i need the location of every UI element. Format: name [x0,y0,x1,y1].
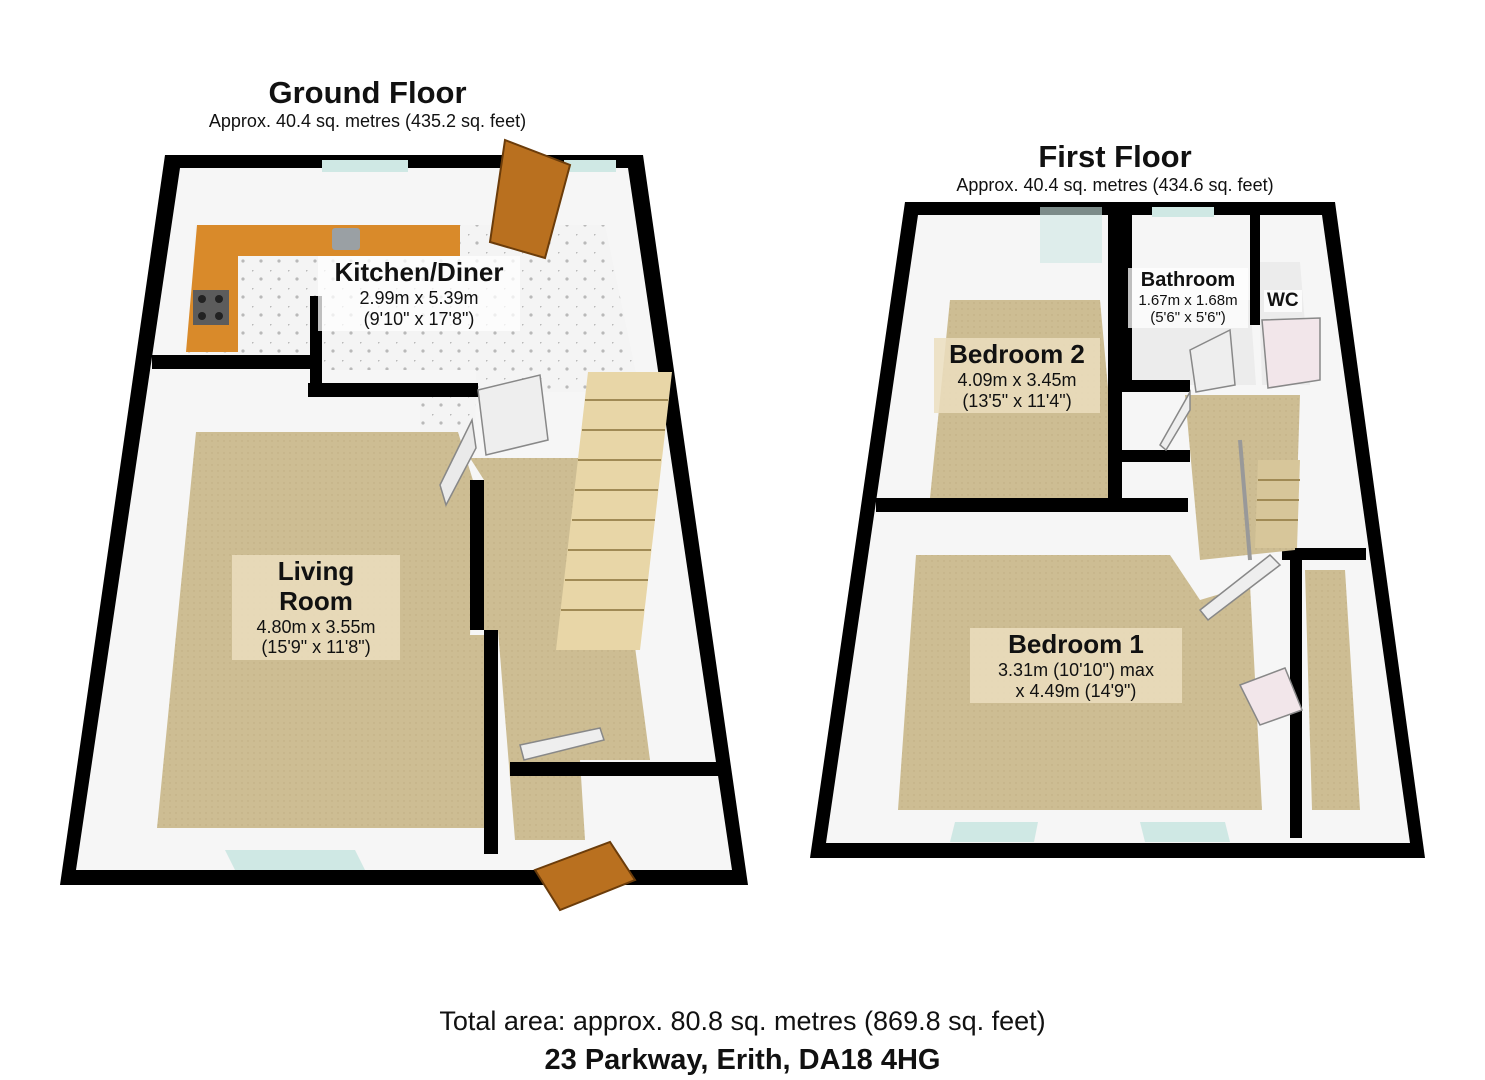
bedroom-2-dims: 4.09m x 3.45m [957,369,1077,390]
bedroom-1-name: Bedroom 1 [1008,629,1144,659]
cupboard-door-icon [519,727,605,761]
cupboard-door-icon-first [1238,667,1303,726]
hob-icon [193,290,229,325]
first-floor-stairs-icon [1238,439,1300,561]
sink-icon [332,228,360,250]
kitchen-worktop [186,225,460,352]
bathroom-door-icon [1189,328,1236,393]
first-floor-plan [810,202,1425,858]
bedroom-1-dims: 3.31m (10'10") max [998,659,1154,680]
bedroom-2-door-icon [1159,389,1191,452]
living-room-name-line2: Room [279,585,353,616]
living-room-door-icon [439,417,477,507]
ground-floor-area: Approx. 40.4 sq. metres (435.2 sq. feet) [208,111,527,132]
bedroom-1-window-right-icon [1140,822,1230,842]
bathroom-dims: 1.67m x 1.68m [1138,292,1238,309]
side-window-icon [564,160,616,172]
wc-door-icon [1261,317,1321,389]
bedroom-1-window-left-icon [950,822,1038,842]
bedroom-1-door-icon [1198,553,1282,622]
property-address: 23 Parkway, Erith, DA18 4HG [544,1044,941,1076]
front-door-icon [533,840,637,912]
total-area: Total area: approx. 80.8 sq. metres (869… [439,1006,1046,1036]
ground-floor-plan [60,138,748,912]
kitchen-floor [188,225,640,452]
bathroom-imperial: (5'6" x 5'6") [1150,309,1226,327]
living-room-name-line1: Living [277,556,355,586]
bedroom-1-label: Bedroom 1 3.31m (10'10") max x 4.49m (14… [970,628,1182,704]
living-room-imperial: (15'9" x 11'8") [261,637,371,658]
ground-floor-title: Ground Floor [268,75,467,110]
bathroom-window-icon [1152,207,1214,217]
back-door-icon [488,138,572,260]
kitchen-diner-imperial: (9'10" x 17'8") [363,308,475,329]
cupboard-floor [1305,570,1360,810]
bathroom-label: Bathroom 1.67m x 1.68m (5'6" x 5'6") [1128,268,1248,328]
kitchen-diner-dims: 2.99m x 5.39m [359,287,479,308]
bedroom-2-imperial: (13'5" x 11'4") [962,390,1072,411]
kitchen-window-icon [322,160,408,172]
staircase-icon [556,372,672,650]
first-floor-heading: First Floor Approx. 40.4 sq. metres (434… [925,139,1305,196]
first-floor-title: First Floor [1038,139,1192,174]
ground-floor-heading: Ground Floor Approx. 40.4 sq. metres (43… [180,75,555,132]
living-room-label: Living Room 4.80m x 3.55m (15'9" x 11'8"… [232,555,400,661]
kitchen-diner-name: Kitchen/Diner [334,257,504,287]
bedroom-1-imperial: x 4.49m (14'9") [1015,680,1137,701]
first-floor-area: Approx. 40.4 sq. metres (434.6 sq. feet) [956,175,1274,196]
living-room-dims: 4.80m x 3.55m [256,616,376,637]
bedroom-2-label: Bedroom 2 4.09m x 3.45m (13'5" x 11'4") [934,338,1100,414]
wc-label: WC [1264,290,1302,312]
living-room-window-icon [225,850,365,870]
kitchen-door-icon [477,374,549,456]
kitchen-diner-label: Kitchen/Diner 2.99m x 5.39m (9'10" x 17'… [318,256,520,332]
bedroom-2-name: Bedroom 2 [949,339,1085,369]
bedroom-2-window-icon [1040,207,1102,263]
bathroom-name: Bathroom [1140,269,1236,291]
